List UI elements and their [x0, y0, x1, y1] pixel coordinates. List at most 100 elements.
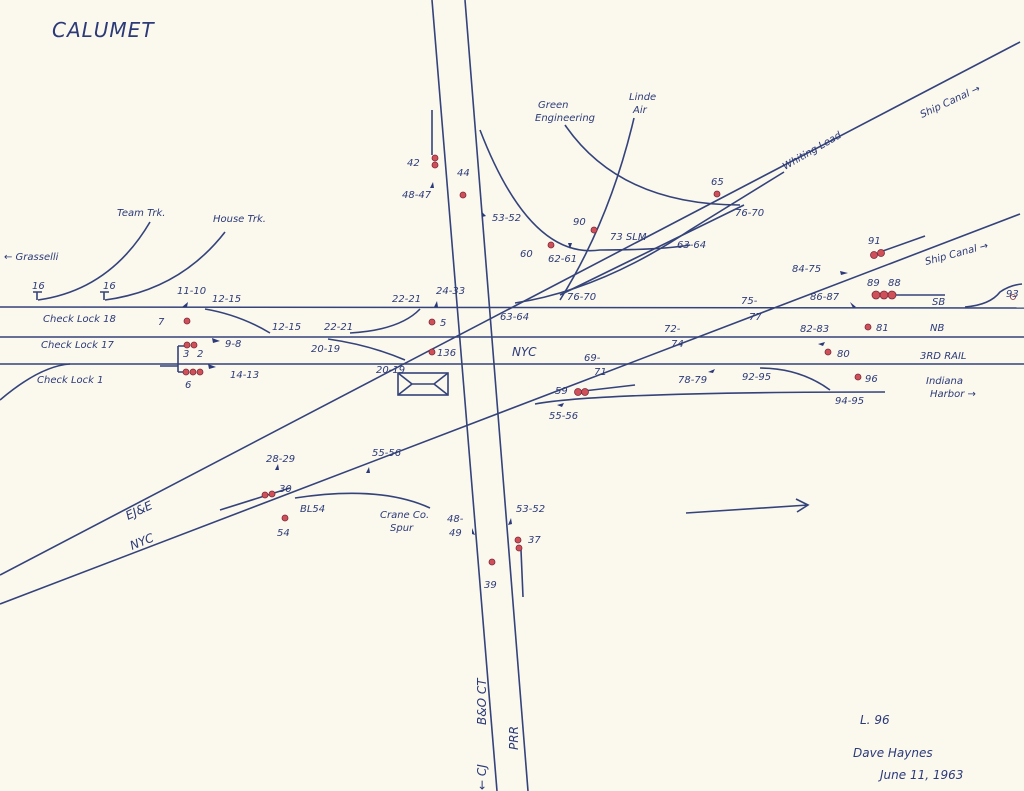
green-engineering-track	[564, 124, 741, 206]
siding-91	[879, 235, 926, 253]
pointer-62-61	[568, 243, 572, 249]
label-ship-canal-top: Ship Canal →	[919, 83, 982, 120]
lever-label: 73 SLM	[610, 232, 647, 243]
pointer-48-47	[430, 182, 434, 188]
signal-39	[488, 558, 496, 566]
label-third-rail: 3RD RAIL	[920, 351, 967, 362]
signal-81	[864, 323, 872, 331]
label-engineering: Engineering	[535, 113, 595, 124]
lever-numbers: 16 16 11-10 12-15 12-15 7 9-8 3 2 6 14-1…	[32, 158, 1019, 591]
lever-label: 12-15	[212, 294, 241, 305]
signal-42a	[431, 154, 439, 162]
author-signature: Dave Haynes	[853, 746, 933, 760]
lever-label: 55-56	[549, 411, 578, 422]
prr-track	[464, 0, 529, 791]
lever-label: 22-21	[392, 294, 421, 305]
lever-label: 16	[103, 281, 116, 292]
lever-label: 78-79	[678, 375, 707, 386]
label-air: Air	[632, 105, 648, 116]
lever-label: 65	[711, 177, 724, 188]
lever-label: 22-21	[324, 322, 353, 333]
lever-label: 76-70	[567, 292, 596, 303]
lever-label: 14-13	[230, 370, 259, 381]
crane-co-spur	[294, 492, 431, 509]
ejne-track	[0, 41, 1021, 576]
lever-label: 96	[865, 374, 878, 385]
lever-label: 88	[888, 278, 901, 289]
pointer-55-56b	[366, 467, 370, 473]
lever-label: 75-	[741, 296, 758, 307]
pointer-24-33	[434, 301, 438, 307]
signal-37-mast	[520, 549, 524, 598]
label-check-lock-1: Check Lock 1	[37, 375, 103, 386]
lever-label: 82-83	[800, 324, 829, 335]
signal-88	[887, 290, 897, 300]
lever-label: 28-29	[266, 454, 295, 465]
lever-label: 76-70	[735, 208, 764, 219]
signal-93	[1010, 294, 1016, 300]
lever-label: 20-19	[311, 344, 340, 355]
lever-label: 30	[279, 484, 292, 495]
lever-label: 53-52	[492, 213, 521, 224]
nyc-diagonal-track	[0, 213, 1021, 605]
lever-label: 48-	[447, 514, 464, 525]
lever-label: 9-8	[225, 339, 241, 350]
lever-label: 12-15	[272, 322, 301, 333]
crossover-22-21	[349, 308, 421, 334]
lever-label: 2	[197, 349, 203, 360]
lever-label: 84-75	[792, 264, 821, 275]
pointer-28-29	[275, 464, 279, 470]
lever-label: 94-95	[835, 396, 864, 407]
signal-bracket	[160, 345, 185, 373]
lever-label: 80	[837, 349, 850, 360]
pointer-84-75	[840, 271, 848, 275]
lever-label: 53-52	[516, 504, 545, 515]
lever-label: 81	[876, 323, 889, 334]
signal-44	[459, 191, 467, 199]
label-green: Green	[538, 100, 569, 111]
label-ejne: EJ&E	[123, 498, 155, 523]
pointer-9-8	[212, 338, 220, 343]
label-harbor: Harbor →	[930, 389, 976, 400]
label-whiting-lead: Whiting Lead	[781, 130, 844, 173]
track-63-64	[514, 171, 785, 304]
pointer-78-79	[708, 369, 715, 373]
pointer-86-87	[850, 302, 856, 308]
lever-label: 5	[440, 318, 446, 329]
lever-label: 7	[158, 317, 165, 328]
lever-label: 42	[407, 158, 420, 169]
curve-53-52	[479, 129, 691, 252]
signal-7	[183, 317, 191, 325]
spur-93	[964, 283, 1023, 308]
signal-3	[183, 341, 191, 349]
label-check-lock-18: Check Lock 18	[43, 314, 116, 325]
tower-roof	[397, 372, 449, 396]
lever-label: 44	[457, 168, 470, 179]
signal-6a	[182, 368, 190, 376]
direction-arrow	[685, 498, 810, 514]
label-check-lock-17: Check Lock 17	[41, 340, 114, 351]
lever-label: 86-87	[810, 292, 840, 303]
siding-30	[219, 487, 291, 511]
lever-label: 93	[1006, 289, 1019, 300]
crossover-12-15	[204, 308, 271, 334]
pointer-82-83	[818, 342, 825, 346]
label-team-trk: Team Trk.	[117, 208, 166, 219]
lever-label: 92-95	[742, 372, 771, 383]
lever-label: 71	[594, 367, 607, 378]
pointer-53-52b	[508, 518, 512, 525]
signal-6c	[196, 368, 204, 376]
signal-91b	[877, 249, 885, 257]
pointer-48-49	[472, 528, 475, 535]
lever-label: 37	[528, 535, 541, 546]
switch-pointers	[182, 182, 856, 535]
lever-label: 89	[867, 278, 880, 289]
pointer-14-13	[208, 364, 216, 369]
lever-label: 49	[449, 528, 462, 539]
signal-96	[854, 373, 862, 381]
signal-90	[590, 226, 598, 234]
signal-136	[428, 348, 436, 356]
signal-2	[190, 341, 198, 349]
